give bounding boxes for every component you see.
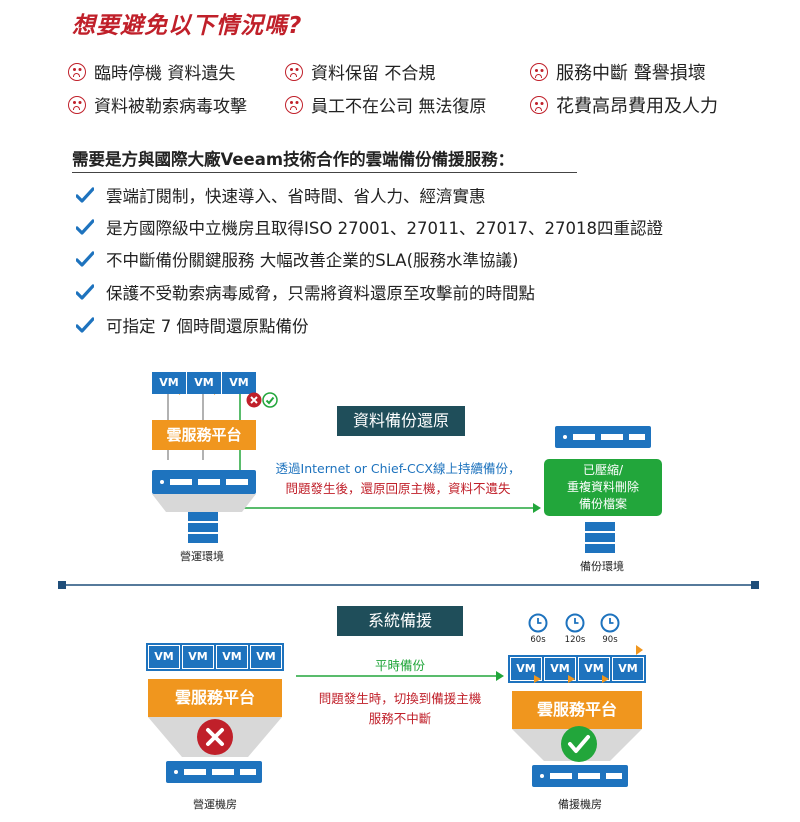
- sad-face-icon: [530, 96, 548, 114]
- sad-face-icon: [285, 62, 303, 81]
- need-heading: 需要是方與國際大廠Veeam技術合作的雲端備份備援服務：: [72, 150, 515, 169]
- worry-item: 員工不在公司 無法復原: [285, 92, 486, 117]
- sad-face-icon: [530, 63, 548, 81]
- clock-label: 60s: [530, 635, 546, 645]
- worry-item: 資料保留 不合規: [285, 59, 435, 84]
- checkmark-icon: [76, 219, 94, 235]
- benefit-item: 可指定 7 個時間還原點備份: [76, 313, 309, 337]
- vm-arrow-markers: [534, 645, 643, 683]
- clock-icon: [565, 613, 585, 633]
- site-left-label: 營運機房: [193, 798, 237, 811]
- page-title: 想要避免以下情況嗎?: [72, 13, 303, 39]
- backup-server-icon: [555, 426, 651, 448]
- clock-icon: [600, 613, 620, 633]
- site-right-label: 備援機房: [558, 798, 602, 811]
- sad-face-icon: [285, 95, 303, 114]
- worry-item: 服務中斷 聲譽損壞: [530, 59, 706, 85]
- standby-flow-top: 平時備份: [374, 658, 425, 673]
- worry-item: 臨時停機 資料遺失: [68, 59, 235, 84]
- vm-box: VM: [610, 655, 646, 683]
- cloud-platform-box-right: 雲服務平台: [512, 691, 642, 729]
- checkmark-icon: [76, 284, 94, 300]
- heading-underline: [72, 172, 577, 173]
- backup-file-box: 已壓縮/ 重複資料刪除 備份檔案: [544, 459, 662, 516]
- server-icon: [152, 470, 256, 494]
- storage-stack-icon: [188, 512, 218, 544]
- cloud-platform-box-left: 雲服務平台: [148, 679, 282, 717]
- clock-label: 90s: [602, 635, 618, 645]
- standby-section-label: 系統備援: [337, 606, 463, 636]
- error-x-icon: [246, 392, 262, 408]
- standby-server-icon: [532, 765, 628, 787]
- vm-box: VM: [152, 372, 186, 394]
- sad-face-icon: [68, 95, 86, 114]
- success-check-icon: [262, 392, 278, 408]
- worry-item: 資料被勒索病毒攻擊: [68, 92, 247, 117]
- env-right-label: 備份環境: [580, 560, 624, 573]
- benefit-item: 保護不受勒索病毒威脅，只需將資料還原至攻擊前的時間點: [76, 280, 535, 304]
- cloud-platform-box: 雲服務平台: [152, 420, 256, 450]
- error-x-icon: [197, 719, 233, 755]
- worry-item: 花費高昂費用及人力: [530, 92, 718, 118]
- checkmark-icon: [76, 251, 94, 267]
- vm-box: VM: [146, 643, 182, 671]
- vm-box: VM: [248, 643, 284, 671]
- vm-box: VM: [180, 643, 216, 671]
- vm-box: VM: [187, 372, 221, 394]
- vm-box: VM: [214, 643, 250, 671]
- standby-flow-text-1: 問題發生時，切換到備援主機: [318, 691, 482, 706]
- benefit-item: 雲端訂閱制，快速導入、省時間、省人力、經濟實惠: [76, 183, 486, 207]
- sad-face-icon: [68, 62, 86, 81]
- clock-label: 120s: [564, 635, 586, 645]
- backup-flow-text-1: 透過Internet or Chief-CCX線上持續備份，: [275, 461, 521, 476]
- backup-storage-stack-icon: [585, 522, 615, 554]
- benefit-item: 不中斷備份關鍵服務 大幅改善企業的SLA(服務水準協議): [76, 247, 518, 271]
- vm-box: VM: [222, 372, 256, 394]
- server-icon: [166, 761, 262, 783]
- clock-icon: [528, 613, 548, 633]
- checkmark-icon: [76, 187, 94, 203]
- standby-arrow: [296, 671, 504, 681]
- benefit-item: 是方國際級中立機房且取得ISO 27001、27011、27017、27018四…: [76, 215, 663, 239]
- env-left-label: 營運環境: [180, 550, 224, 563]
- backup-section-label: 資料備份還原: [337, 406, 465, 436]
- checkmark-icon: [76, 317, 94, 333]
- success-check-icon: [561, 726, 597, 762]
- standby-flow-text-2: 服務不中斷: [368, 711, 432, 726]
- backup-flow-text-2: 問題發生後，還原回原主機，資料不遺失: [285, 481, 511, 496]
- shadow-shape: [152, 494, 256, 512]
